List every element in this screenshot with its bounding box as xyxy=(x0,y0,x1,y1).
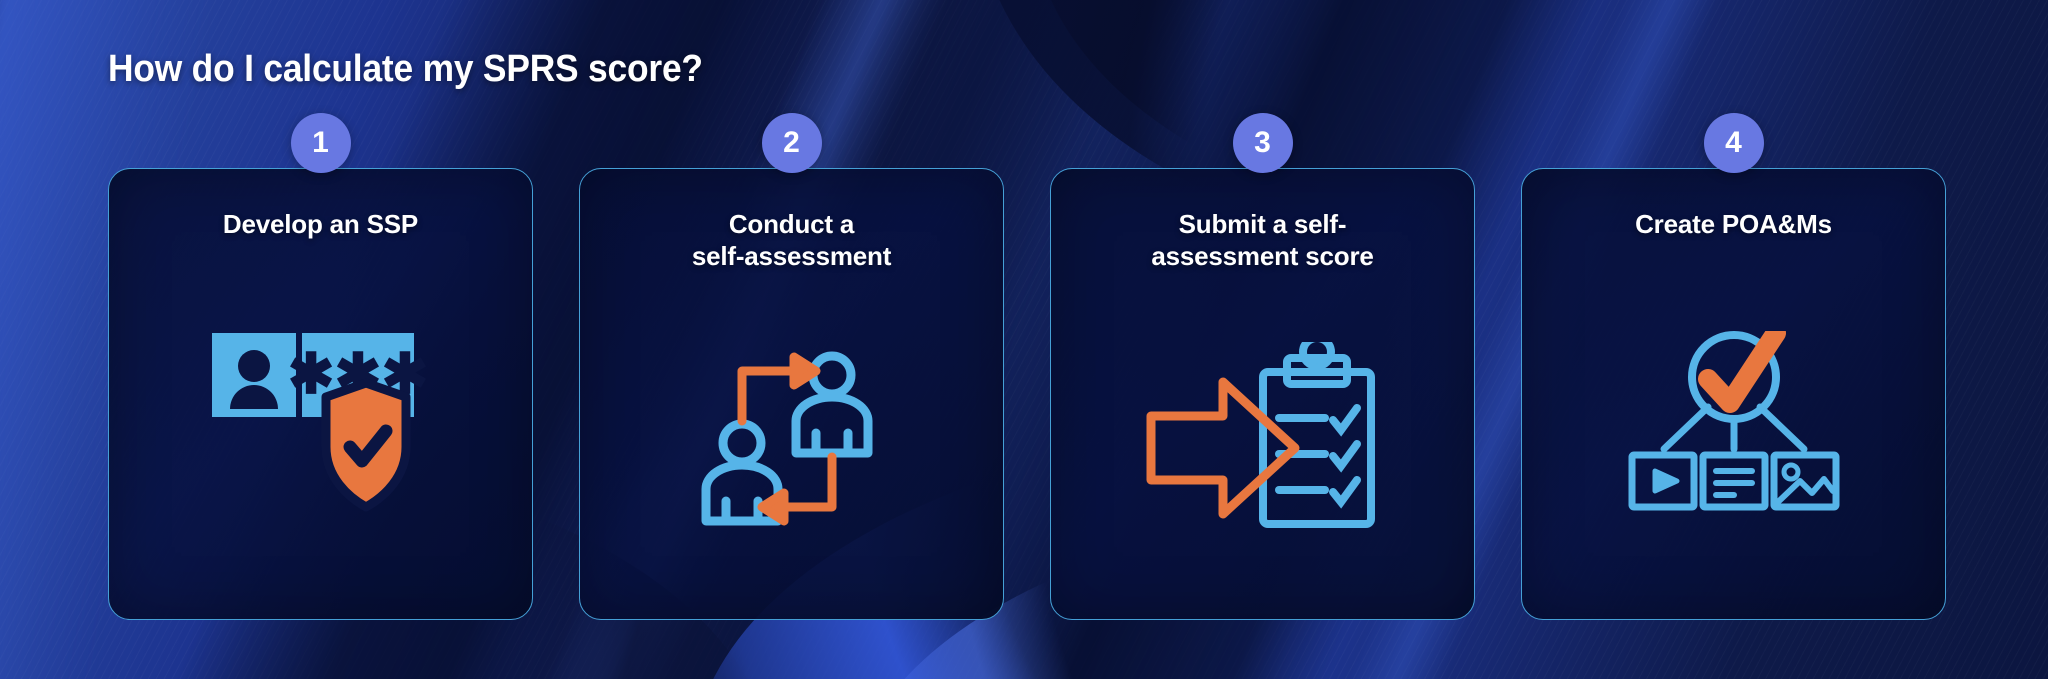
person-body-lines-top-right xyxy=(811,428,852,458)
step-icon-2 xyxy=(580,272,1003,619)
credentials-shield-icon: ✱✱✱ xyxy=(211,332,428,512)
person-body-lines-bottom-left xyxy=(721,496,762,526)
step-title-4: Create POA&Ms xyxy=(1635,209,1832,239)
step-number-badge-2: 2 xyxy=(761,113,822,173)
shield-check-icon xyxy=(321,378,410,512)
step-card-2: 2 Conduct a self-assessment xyxy=(579,113,1004,620)
video-tile xyxy=(1628,451,1697,511)
step-title-1: Develop an SSP xyxy=(222,209,419,239)
step-title-3: Submit a self- assessment score xyxy=(1151,209,1374,271)
step-icon-3 xyxy=(1051,272,1474,619)
step-title-2: Conduct a self-assessment xyxy=(691,209,892,271)
play-icon xyxy=(1652,468,1679,494)
clipboard-icon xyxy=(1259,341,1375,528)
step-icon-1: ✱✱✱ xyxy=(109,241,532,619)
person-body-top-right xyxy=(791,392,872,458)
arrow-clipboard-checklist-icon xyxy=(1146,341,1375,528)
person-head-bottom-left xyxy=(718,419,765,467)
arrow-clockwise xyxy=(737,352,820,426)
step-icon-4 xyxy=(1522,241,1945,619)
image-sun-icon xyxy=(1781,462,1800,482)
step-number-badge-1: 1 xyxy=(290,113,351,173)
document-tile xyxy=(1699,451,1768,511)
avatar-head-icon xyxy=(237,349,270,382)
step-number-badge-4: 4 xyxy=(1703,113,1764,173)
image-mountains-icon xyxy=(1773,475,1836,506)
steps-row: 1 Develop an SSP ✱✱✱ xyxy=(108,113,1946,620)
step-card-4: 4 Create POA&Ms xyxy=(1521,113,1946,620)
checkmark-plan-items-icon xyxy=(1628,330,1839,511)
page-title: How do I calculate my SPRS score? xyxy=(108,48,703,90)
image-tile xyxy=(1770,451,1839,511)
two-people-cycle-icon xyxy=(701,351,872,526)
step-number-badge-3: 3 xyxy=(1232,113,1293,173)
connector-lines xyxy=(1660,403,1807,453)
person-body-bottom-left xyxy=(701,460,782,526)
person-head-top-right xyxy=(808,351,855,399)
document-lines-icon xyxy=(1712,467,1755,498)
orange-checkmark-icon xyxy=(1697,330,1786,413)
step-card-1: 1 Develop an SSP ✱✱✱ xyxy=(108,113,533,620)
avatar-body-icon xyxy=(229,384,278,409)
orange-right-arrow-icon xyxy=(1146,377,1300,519)
arrow-counterclockwise xyxy=(757,452,836,526)
step-card-3: 3 Submit a self- assessment score xyxy=(1050,113,1475,620)
